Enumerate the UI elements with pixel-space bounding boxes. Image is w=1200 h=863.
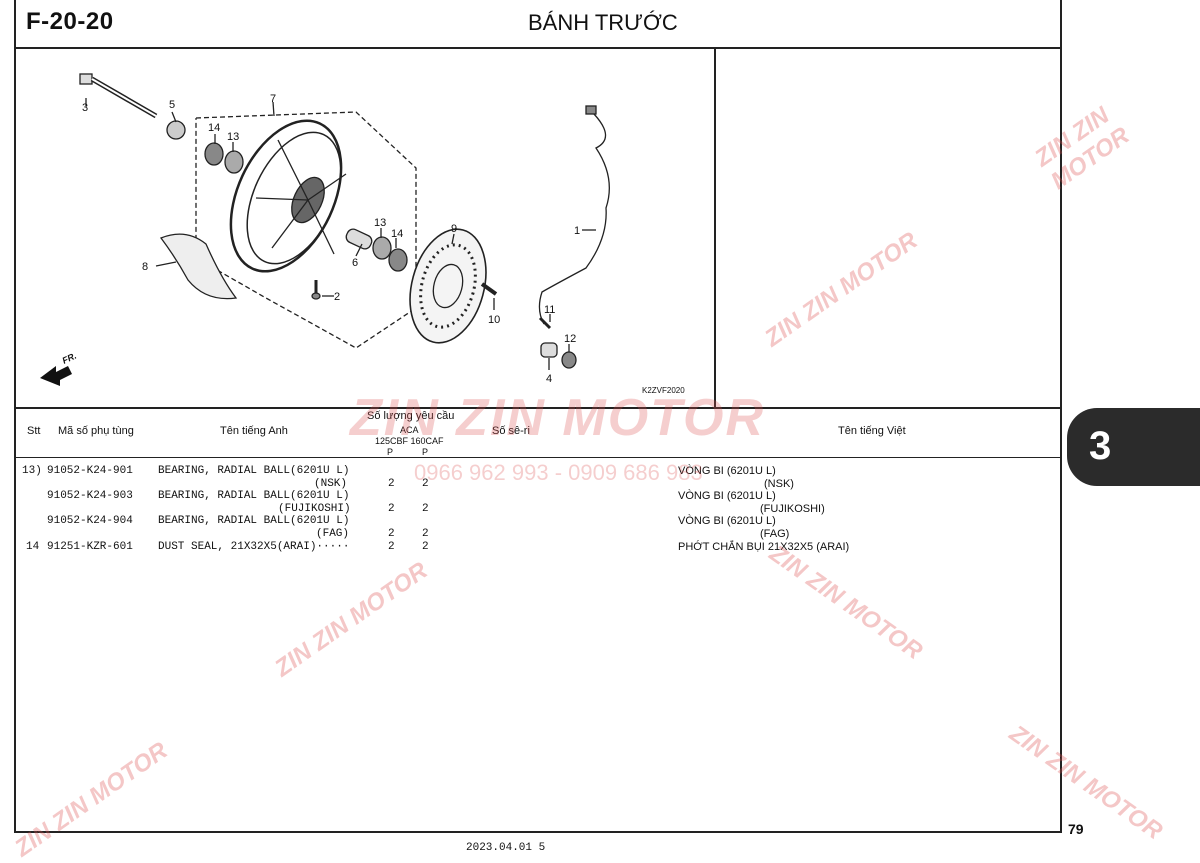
- row-qty-2: 2: [422, 503, 429, 515]
- distance-collar: [345, 228, 373, 250]
- speed-sensor-cable: [538, 105, 610, 325]
- nut: [561, 351, 577, 369]
- row-name-en: BEARING, RADIAL BALL(6201U L): [158, 465, 350, 477]
- footer-date: 2023.04.01 5: [466, 842, 546, 854]
- collar: [166, 120, 186, 140]
- diagram-divider: [714, 47, 716, 409]
- callout-7: 7: [270, 93, 276, 105]
- section-tab-label: 3: [1089, 424, 1112, 468]
- col-stt: Stt: [27, 425, 41, 437]
- callout-3: 3: [82, 102, 88, 114]
- callout-6: 6: [352, 257, 358, 269]
- row-name-en-variant: (FUJIKOSHI): [278, 503, 351, 515]
- callout-13b: 13: [374, 217, 386, 229]
- col-qty-sub: ACA: [400, 425, 419, 435]
- col-name-en: Tên tiếng Anh: [220, 425, 288, 437]
- row-qty-1: 2: [388, 503, 395, 515]
- col-qty-models: 125CBF 160CAF: [375, 436, 444, 446]
- row-name-vn-variant: (FAG): [760, 528, 790, 540]
- row-name-vn-variant: (NSK): [764, 478, 794, 490]
- row-name-vn: VÒNG BI (6201U L): [678, 465, 776, 477]
- row-part-no: 91251-KZR-601: [47, 541, 133, 553]
- row-qty-2: 2: [422, 528, 429, 540]
- callout-1: 1: [574, 225, 580, 237]
- row-part-no: 91052-K24-903: [47, 490, 133, 502]
- rim-band: [159, 233, 238, 300]
- wheel-group-outline: [195, 111, 417, 349]
- callout-12: 12: [564, 333, 576, 345]
- sensor-bolt: [538, 316, 552, 330]
- direction-label: FR.: [61, 351, 78, 366]
- col-serial: Số sê-ri: [492, 425, 530, 437]
- diagram-bottom-line: [14, 407, 1062, 409]
- row-qty-2: 2: [422, 541, 429, 553]
- row-name-en: BEARING, RADIAL BALL(6201U L): [158, 515, 350, 527]
- bearing-right: [372, 236, 392, 260]
- callout-2: 2: [334, 291, 340, 303]
- dust-seal-right: [388, 248, 408, 272]
- row-part-no: 91052-K24-901: [47, 465, 133, 477]
- row-name-en-variant: (NSK): [314, 478, 348, 490]
- row-stt: 13): [22, 465, 42, 477]
- row-name-vn: VÒNG BI (6201U L): [678, 515, 776, 527]
- section-tab: 3: [1067, 408, 1200, 486]
- bearing-left: [224, 150, 244, 174]
- callout-4: 4: [546, 373, 552, 385]
- table-header-line: [14, 457, 1062, 458]
- callout-13a: 13: [227, 131, 239, 143]
- header-divider: [14, 47, 1062, 49]
- row-name-en: DUST SEAL, 21X32X5(ARAI)·····: [158, 541, 350, 553]
- col-qty-p2: P: [422, 447, 429, 457]
- col-part-no: Mã số phụ tùng: [58, 425, 134, 437]
- callout-5: 5: [169, 99, 175, 111]
- page-code: F-20-20: [26, 8, 114, 35]
- watermark-phone: 0966 962 993 - 0909 686 983: [414, 460, 703, 485]
- wheel-rim: [229, 119, 347, 273]
- callout-8: 8: [142, 261, 148, 273]
- page-title: BÁNH TRƯỚC: [528, 10, 678, 35]
- row-stt: 14: [26, 541, 40, 553]
- axle-bolt: [79, 73, 158, 119]
- disc-bolt: [480, 282, 498, 296]
- row-part-no: 91052-K24-904: [47, 515, 133, 527]
- valve: [311, 280, 321, 300]
- row-name-vn: VÒNG BI (6201U L): [678, 490, 776, 502]
- row-qty-2: 2: [422, 478, 429, 490]
- callout-14b: 14: [391, 228, 403, 240]
- front-direction-arrow: [40, 366, 72, 386]
- row-name-en: BEARING, RADIAL BALL(6201U L): [158, 490, 350, 502]
- callout-14a: 14: [208, 122, 220, 134]
- side-collar: [540, 342, 558, 358]
- callout-9: 9: [451, 223, 457, 235]
- row-qty-1: 2: [388, 541, 395, 553]
- watermark-brand: ZIN ZIN MOTOR: [350, 389, 766, 447]
- col-qty-p1: P: [387, 447, 394, 457]
- callout-11: 11: [544, 304, 555, 316]
- page-number: 79: [1068, 821, 1084, 837]
- col-name-vn: Tên tiếng Việt: [838, 425, 906, 437]
- row-name-en-variant: (FAG): [316, 528, 350, 540]
- page-frame: [14, 0, 1062, 833]
- row-qty-1: 2: [388, 528, 395, 540]
- diagram-code: K2ZVF2020: [642, 386, 685, 395]
- col-qty: Số lượng yêu cầu: [367, 410, 455, 422]
- dust-seal-left: [204, 142, 224, 166]
- exploded-diagram: 3 5 7 14 13 8 2 6 13 14 9 10 1 11 12 4 F…: [40, 73, 610, 386]
- row-name-vn: PHỚT CHẮN BỤI 21X32X5 (ARAI): [678, 541, 850, 553]
- row-qty-1: 2: [388, 478, 395, 490]
- callout-10: 10: [488, 314, 500, 326]
- brake-disc: [409, 228, 487, 344]
- row-name-vn-variant: (FUJIKOSHI): [760, 503, 825, 515]
